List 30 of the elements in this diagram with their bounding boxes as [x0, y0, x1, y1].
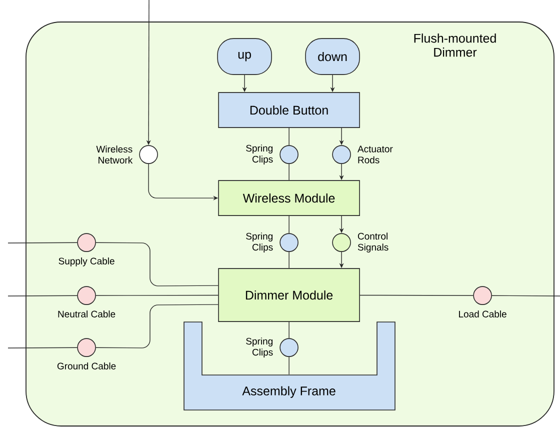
- connector-line: [492, 295, 560, 296]
- connector-line: [8, 347, 78, 348]
- circle-label: Supply Cable: [58, 257, 114, 266]
- connector-circle: [280, 338, 298, 357]
- circle-label: Spring Clips: [246, 144, 273, 164]
- connector-line: [288, 128, 290, 146]
- circle-label: Spring Clips: [246, 232, 273, 252]
- component-box: Double Button: [218, 92, 360, 128]
- button-node: down: [305, 38, 360, 75]
- connector-line: [8, 242, 78, 244]
- connector-line: [96, 304, 218, 348]
- circle-label: Neutral Cable: [58, 310, 116, 318]
- connector-line: [288, 322, 290, 338]
- connector-line: [96, 294, 218, 296]
- connector-line: [288, 216, 290, 234]
- circle-label: Ground Cable: [57, 362, 116, 370]
- connector-line: [96, 242, 218, 286]
- connector-line: [8, 295, 78, 296]
- component-box: Wireless Module: [218, 180, 360, 216]
- circle-label: Actuator Rods: [358, 146, 393, 164]
- circle-label: Control Signals: [358, 232, 388, 252]
- circle-label: Wireless Network: [96, 146, 133, 164]
- circle-label: Load Cable: [459, 310, 506, 318]
- component-box: Dimmer Module: [218, 268, 360, 322]
- connector-line: [288, 164, 290, 180]
- connector-line: [360, 294, 474, 296]
- circle-label: Spring Clips: [246, 338, 273, 358]
- connector-line: [288, 252, 290, 268]
- button-node: up: [217, 38, 272, 75]
- connector-line: [288, 356, 290, 375]
